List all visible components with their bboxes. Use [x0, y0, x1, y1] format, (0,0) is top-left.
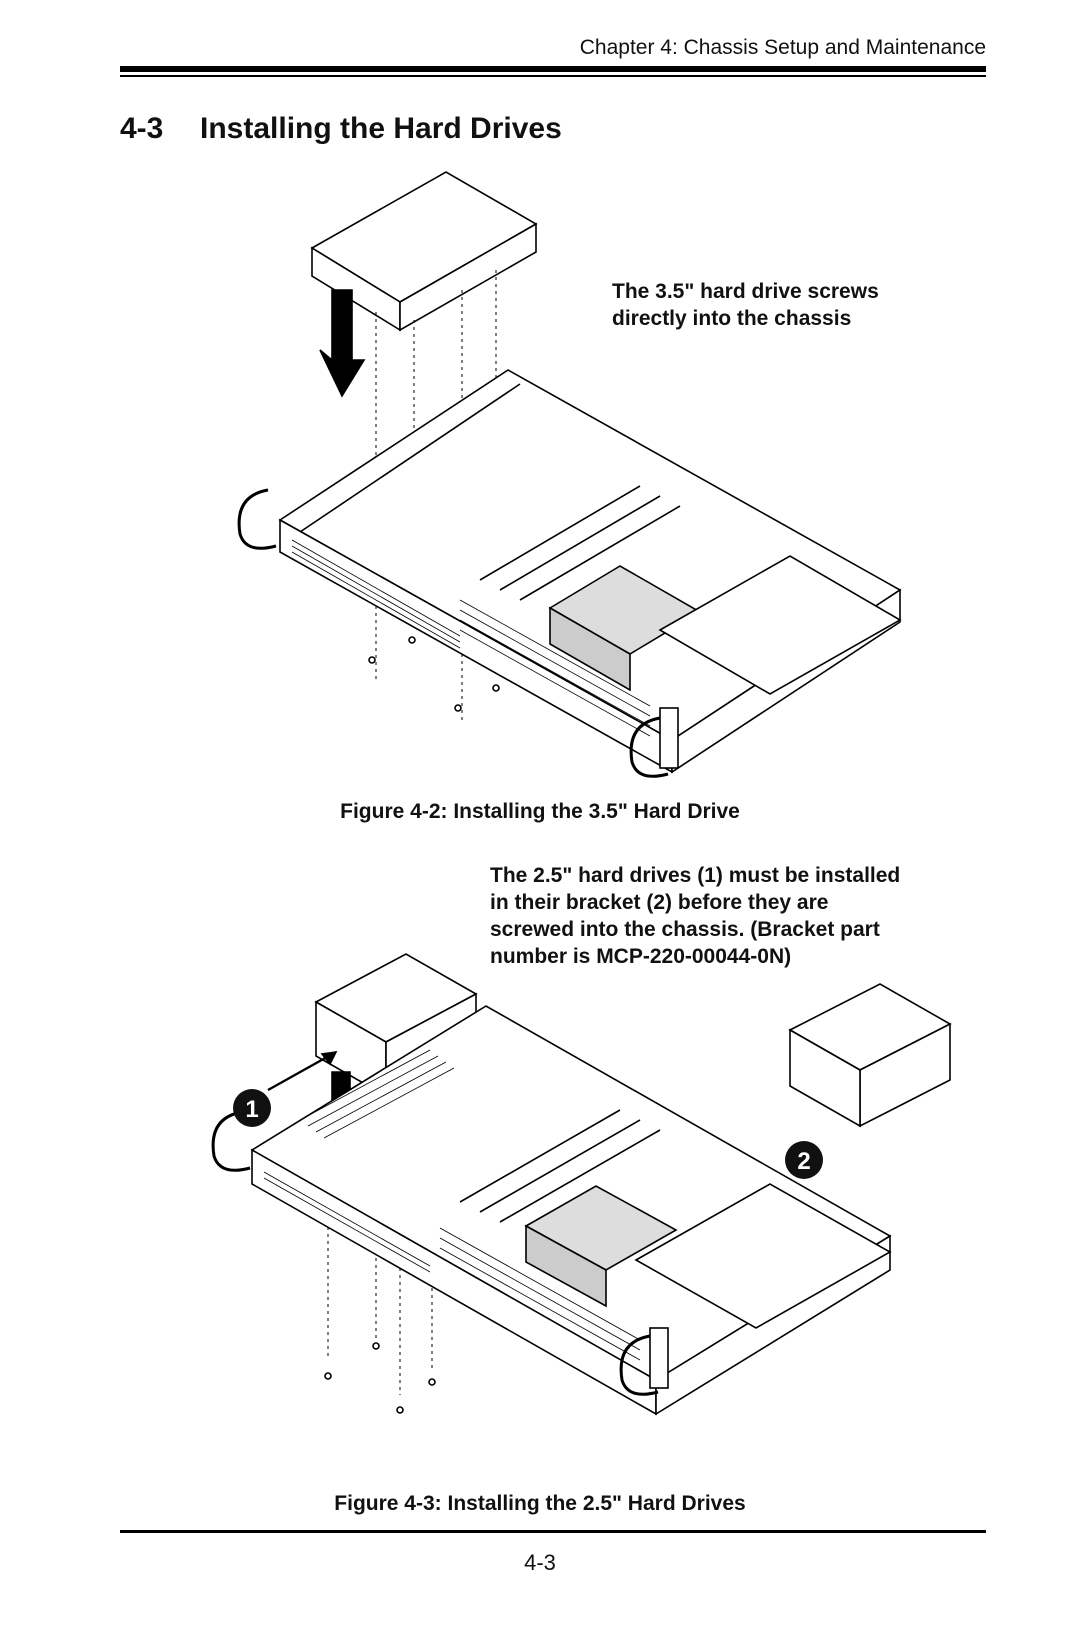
- header-rule-thin: [120, 75, 986, 77]
- section-title: 4-3 Installing the Hard Drives: [120, 112, 562, 146]
- page-number: 4-3: [524, 1550, 556, 1575]
- figure-2-5-drives-illustration: 1 2: [211, 953, 952, 1416]
- callout-line: number is MCP-220-00044-0N): [490, 945, 792, 968]
- callout-line: screwed into the chassis. (Bracket part: [490, 918, 880, 941]
- callout-line: directly into the chassis: [612, 307, 852, 330]
- marker-2-badge: [785, 1141, 823, 1179]
- callout-2-5-drives: The 2.5" hard drives (1) must be install…: [490, 862, 900, 970]
- callout-3-5-drive: The 3.5" hard drive screws directly into…: [612, 278, 879, 332]
- screws-1: [368, 636, 500, 712]
- chassis-drawing-1: [237, 369, 902, 778]
- callout-line: The 3.5" hard drive screws: [612, 280, 879, 303]
- chapter-header: Chapter 4: Chassis Setup and Maintenance: [579, 36, 986, 59]
- figure-3-5-drive-illustration: [237, 171, 902, 778]
- screws-2: [324, 1342, 436, 1414]
- figure-4-2-caption: Figure 4-2: Installing the 3.5" Hard Dri…: [340, 800, 740, 823]
- section-heading: Installing the Hard Drives: [200, 112, 562, 145]
- section-number: 4-3: [120, 112, 164, 145]
- header-rule: [120, 66, 986, 72]
- marker-1-label: 1: [245, 1096, 258, 1123]
- callout-line: The 2.5" hard drives (1) must be install…: [490, 864, 901, 887]
- marker-2-label: 2: [797, 1148, 810, 1175]
- hard-drive-3-5-drawing: [310, 171, 538, 332]
- callout-line: in their bracket (2) before they are: [490, 891, 829, 914]
- chassis-drawing-2: [211, 1005, 892, 1416]
- footer-rule: [120, 1530, 986, 1533]
- drive-bracket-part: [788, 983, 952, 1128]
- figure-4-3-caption: Figure 4-3: Installing the 2.5" Hard Dri…: [334, 1492, 746, 1515]
- marker-1-badge: [233, 1089, 271, 1127]
- insert-arrow-1: [319, 289, 366, 398]
